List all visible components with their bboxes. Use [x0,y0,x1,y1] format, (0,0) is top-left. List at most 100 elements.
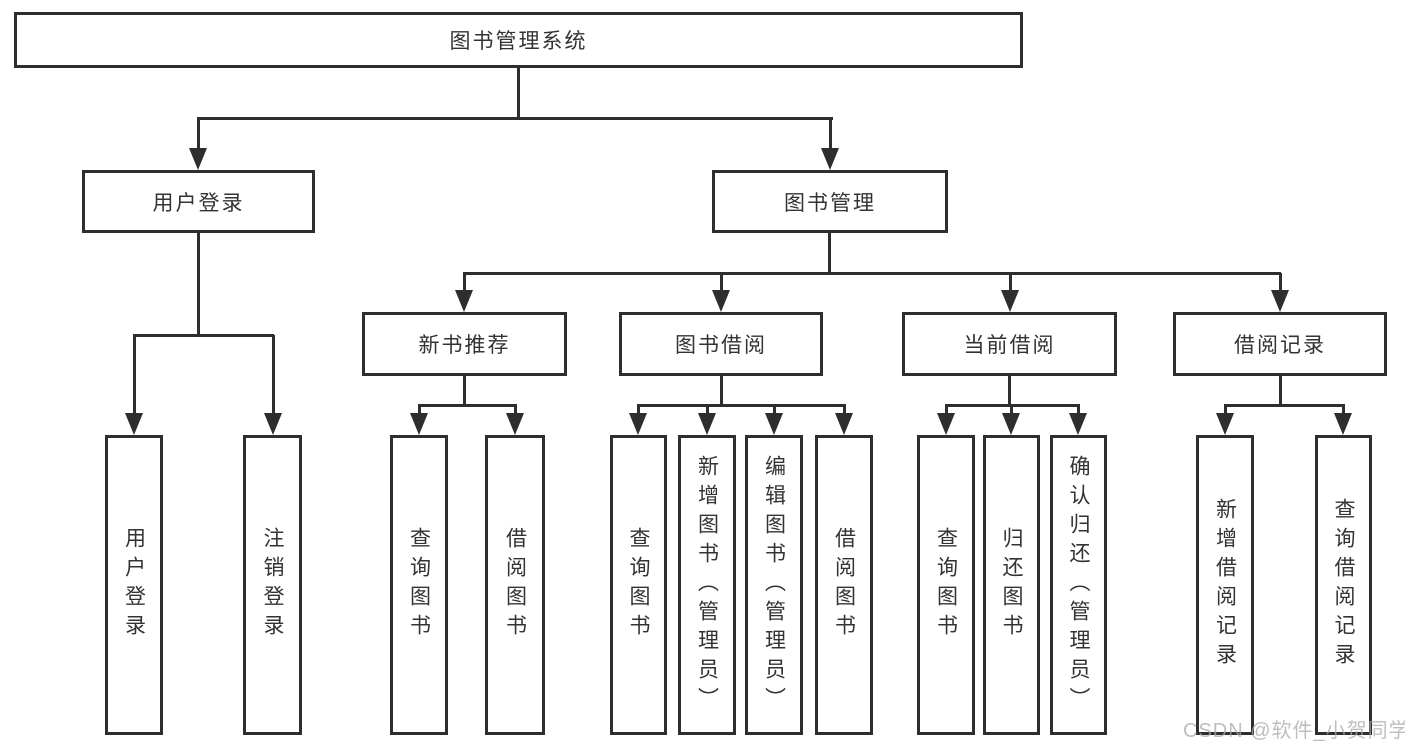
leaf-borrowing-query-books: 查询图书 [610,435,667,735]
arrow-down-icon [821,118,839,170]
arrow-down-icon [1069,405,1087,435]
leaf-borrowing-add-books-admin-label: 新增图书（管理员） [695,454,719,716]
leaf-recommend-borrow-books-label: 借阅图书 [503,527,527,643]
leaf-logout-label: 注销登录 [261,527,284,643]
arrow-stem [944,405,948,413]
arrow-head [1002,413,1020,435]
leaf-records-query-record-label: 查询借阅记录 [1332,498,1355,672]
arrow-head [712,290,730,312]
leaf-records-query-record: 查询借阅记录 [1315,435,1372,735]
arrow-down-icon [189,118,207,170]
arrow-stem [1223,405,1227,413]
arrow-down-icon [455,273,473,312]
arrow-stem [636,405,640,413]
connector-user-login-stem [197,233,200,335]
arrow-down-icon [1334,405,1352,435]
csdn-watermark: CSDN @软件_小贺同学 [1183,720,1405,742]
connector-section-branch [637,404,846,407]
arrow-head [1216,413,1234,435]
connector-level1-branch [197,117,833,120]
node-book-management-label: 图书管理 [784,191,876,215]
arrow-down-icon [410,405,428,435]
leaf-borrowing-edit-books-admin-label: 编辑图书（管理员） [762,454,786,716]
arrow-head [264,413,282,435]
node-book-management: 图书管理 [712,170,948,233]
arrow-stem [462,273,466,290]
leaf-current-query-books: 查询图书 [917,435,975,735]
leaf-borrowing-add-books-admin: 新增图书（管理员） [678,435,736,735]
arrow-head [1001,290,1019,312]
arrow-down-icon [712,273,730,312]
leaf-logout: 注销登录 [243,435,302,735]
arrow-head [125,413,143,435]
arrow-stem [196,118,200,148]
node-borrow-records: 借阅记录 [1173,312,1387,376]
arrow-down-icon [506,405,524,435]
connector-level3-branch [463,272,1281,275]
arrow-head [629,413,647,435]
arrow-down-icon [125,335,143,435]
arrow-stem [842,405,846,413]
arrow-down-icon [1001,273,1019,312]
leaf-current-confirm-return-admin-label: 确认归还（管理员） [1067,454,1090,716]
leaf-user-login: 用户登录 [105,435,163,735]
arrow-down-icon [698,405,716,435]
node-root-label: 图书管理系统 [449,30,588,53]
connector-section-branch [1224,404,1345,407]
arrow-head [698,413,716,435]
connector-section-stem [463,376,466,405]
leaf-borrowing-borrow-books: 借阅图书 [815,435,873,735]
connector-section-stem [1279,376,1282,405]
leaf-recommend-query-books: 查询图书 [390,435,448,735]
node-root: 图书管理系统 [14,12,1023,68]
arrow-stem [1341,405,1345,413]
arrow-stem [1076,405,1080,413]
leaf-records-add-record: 新增借阅记录 [1196,435,1254,735]
arrow-down-icon [835,405,853,435]
arrow-stem [1278,273,1282,290]
arrow-stem [132,335,136,413]
node-new-book-recommend: 新书推荐 [362,312,567,376]
arrow-stem [1009,405,1013,413]
leaf-records-add-record-label: 新增借阅记录 [1213,498,1237,672]
arrow-down-icon [629,405,647,435]
node-user-login-label: 用户登录 [152,191,245,215]
arrow-stem [271,335,275,413]
arrow-stem [719,273,723,290]
arrow-head [835,413,853,435]
leaf-current-query-books-label: 查询图书 [934,527,958,643]
node-new-book-recommend-label: 新书推荐 [418,334,511,357]
node-current-borrowing-label: 当前借阅 [963,334,1056,357]
arrow-stem [417,405,421,413]
node-book-borrowing: 图书借阅 [619,312,823,376]
arrow-down-icon [1216,405,1234,435]
arrow-head [410,413,428,435]
leaf-current-confirm-return-admin: 确认归还（管理员） [1050,435,1107,735]
node-current-borrowing: 当前借阅 [902,312,1117,376]
connector-section-stem [1008,376,1011,405]
leaf-user-login-label: 用户登录 [122,527,146,643]
arrow-stem [828,118,832,148]
arrow-stem [705,405,709,413]
node-user-login: 用户登录 [82,170,315,233]
leaf-borrowing-edit-books-admin: 编辑图书（管理员） [745,435,803,735]
node-borrow-records-label: 借阅记录 [1234,334,1326,357]
arrow-stem [772,405,776,413]
arrow-head [1069,413,1087,435]
arrow-head [765,413,783,435]
arrow-head [455,290,473,312]
connector-section-stem [720,376,723,405]
connector-user-login-branch [133,334,274,337]
leaf-borrowing-query-books-label: 查询图书 [627,527,650,643]
arrow-head [937,413,955,435]
arrow-head [1334,413,1352,435]
arrow-head [506,413,524,435]
arrow-down-icon [1271,273,1289,312]
arrow-head [1271,290,1289,312]
connector-book-mgmt-stem [828,233,831,273]
leaf-current-return-books-label: 归还图书 [1000,527,1023,643]
arrow-down-icon [264,335,282,435]
arrow-down-icon [1002,405,1020,435]
leaf-recommend-query-books-label: 查询图书 [407,527,431,643]
